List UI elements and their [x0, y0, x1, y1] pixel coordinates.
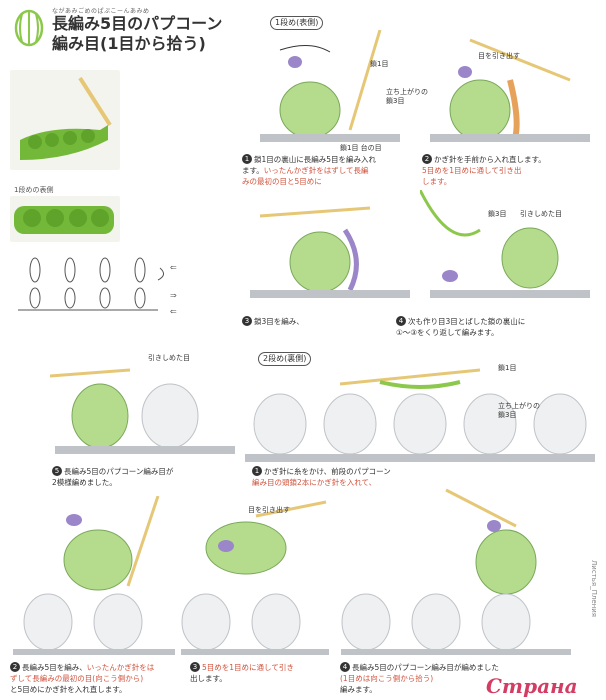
step-number: 3: [242, 316, 252, 326]
diagram-step-5: [49, 340, 240, 460]
step-number: 1: [252, 466, 262, 476]
photo-label: 1段めの表側: [14, 186, 54, 194]
label-base-chain: 鎖1目 台の目: [340, 144, 382, 152]
step-number: 3: [190, 662, 200, 672]
svg-text:⇒: ⇒: [170, 291, 177, 300]
step-number: 4: [340, 662, 350, 672]
symbol-chart: ⇐ ⇒ ⇐: [8, 240, 188, 320]
swatch-photo-hook: [10, 70, 120, 170]
diagram-row2-step-1: [240, 362, 600, 472]
label-chain3: 鎖3目: [488, 210, 507, 218]
watermark-logo: Страна Мам: [486, 674, 578, 700]
diagram-row2-step-2: [8, 495, 180, 658]
diagram-step-2: [420, 30, 600, 156]
row1-tag: 1段め(表側): [270, 16, 324, 30]
diagram-row2-step-3: [176, 496, 334, 658]
diagram-step-4: [418, 189, 600, 310]
diagram-step-1: [240, 29, 420, 156]
logo-icon: [12, 8, 46, 48]
label-turning-chain-b: 立ち上がりの 鎖3目: [498, 402, 540, 419]
label-chain1-b: 鎖1目: [498, 364, 517, 372]
step-number: 2: [10, 662, 20, 672]
label-pull-out-b: 目を引き出す: [248, 506, 290, 514]
label-chain1: 鎖1目: [370, 60, 389, 68]
step-number: 2: [422, 154, 432, 164]
side-watermark-text: Листья_Пления: [590, 560, 598, 617]
page-title-line2: 編み目(1目から拾う): [52, 34, 206, 53]
diagram-row2-step-4: [336, 486, 576, 658]
swatch-photo-front: [10, 196, 120, 242]
label-pull-tight-top: 引きしめた目: [520, 210, 562, 218]
step-number: 4: [396, 316, 406, 326]
step-number: 1: [242, 154, 252, 164]
diagram-step-3: [240, 190, 420, 310]
page-title-line1: 長編み5目のパプコーン: [52, 14, 223, 33]
step-number: 5: [52, 466, 62, 476]
row2-tag: 2段め(裏側): [258, 352, 312, 366]
label-turning-chain: 立ち上がりの 鎖3目: [386, 88, 428, 105]
svg-text:⇐: ⇐: [170, 307, 177, 316]
svg-text:⇐: ⇐: [170, 263, 177, 272]
label-pull-tight-b: 引きしめた目: [148, 354, 190, 362]
label-pull-out: 目を引き出す: [478, 52, 520, 60]
title-furigana: ながあみごめのぱぷこーんあみめ: [52, 8, 150, 15]
